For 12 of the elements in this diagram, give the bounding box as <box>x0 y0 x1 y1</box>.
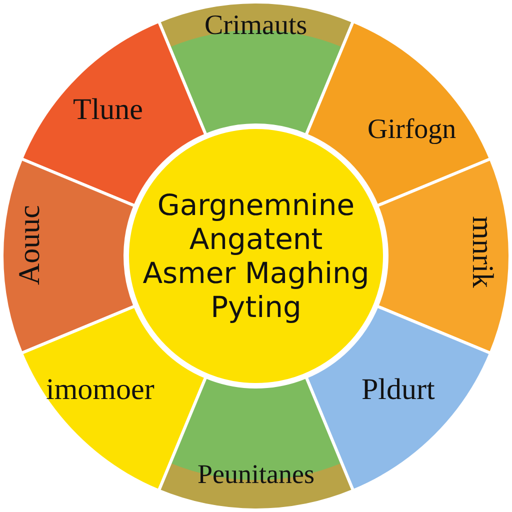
segment-label: imomoer <box>46 373 154 407</box>
wheel-segment <box>2 158 135 354</box>
center-label: Gargnemnine Angatent Asmer Maghing Pyting <box>142 188 370 324</box>
segment-label: mnrik <box>464 216 499 288</box>
wheel-segment <box>158 377 354 510</box>
segment-label: Crimauts <box>204 10 308 42</box>
segment-label: Aouuc <box>13 205 47 285</box>
segment-label: Peunitanes <box>198 458 314 490</box>
segment-label: Pldurt <box>362 373 435 407</box>
wheel-segment <box>377 158 510 354</box>
segment-label: Girfogn <box>368 114 456 146</box>
segment-label: Tlune <box>73 93 143 127</box>
